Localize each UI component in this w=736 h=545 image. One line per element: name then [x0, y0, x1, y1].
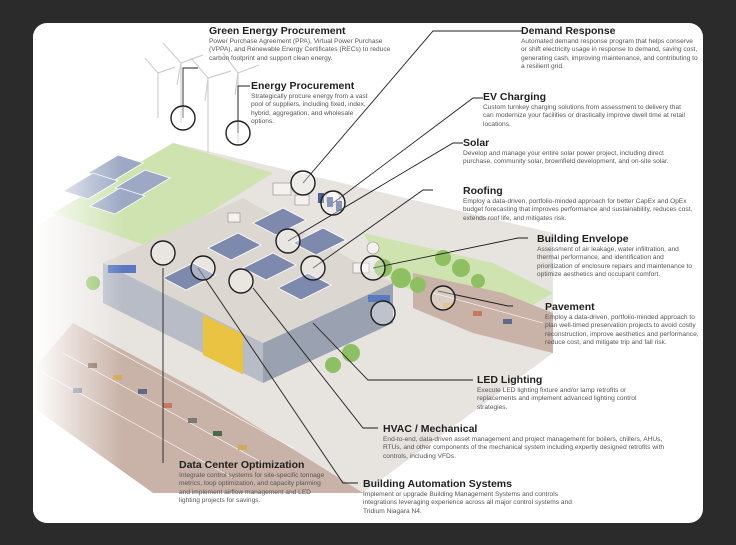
store-sign-right: [368, 295, 390, 302]
callout-text: Implement or upgrade Building Management…: [363, 491, 572, 515]
callout-rings: [150, 105, 456, 326]
building-side-wall: [263, 283, 393, 383]
entrance-yellow: [203, 315, 243, 375]
trees: [86, 250, 485, 373]
callout-title: Green Energy Procurement: [209, 25, 346, 37]
callout-text: Integrate control systems for site-speci…: [179, 472, 325, 505]
callout-text: Employ a data-driven, portfolio-minded a…: [545, 314, 699, 347]
callout-roofing: Roofing Employ a data-driven, portfolio-…: [463, 185, 695, 223]
facility-illustration: [33, 30, 553, 523]
callout-title: Energy Procurement: [251, 80, 355, 92]
callout-led-lighting: LED Lighting Execute LED lighting fixtur…: [477, 374, 653, 412]
callout-title: HVAC / Mechanical: [383, 423, 478, 435]
callout-title: Building Envelope: [537, 233, 629, 245]
callout-building-automation: Building Automation Systems Implement or…: [363, 478, 583, 516]
callout-text: Custom turnkey charging solutions from a…: [483, 104, 685, 128]
callout-text: Assessment of air leakage, water infiltr…: [537, 246, 693, 279]
callout-title: EV Charging: [483, 91, 547, 103]
ev-chargers: [318, 193, 342, 211]
callout-title: Solar: [463, 137, 490, 149]
callout-solar: Solar Develop and manage your entire sol…: [463, 137, 673, 167]
callout-text: Develop and manage your entire solar pow…: [463, 150, 669, 166]
callout-hvac: HVAC / Mechanical End-to-end, data-drive…: [383, 423, 668, 461]
callout-ev-charging: EV Charging Custom turnkey charging solu…: [483, 91, 693, 129]
callout-demand-response: Demand Response Automated demand respons…: [521, 25, 699, 72]
callout-energy-procurement: Energy Procurement Strategically procure…: [251, 80, 371, 127]
callout-text: End-to-end, data-driven asset management…: [383, 436, 664, 460]
callout-pavement: Pavement Employ a data-driven, portfolio…: [545, 301, 699, 348]
callout-building-envelope: Building Envelope Assessment of air leak…: [537, 233, 699, 280]
roof-solar-panels: [162, 207, 347, 301]
callout-green-energy: Green Energy Procurement Power Purchase …: [209, 25, 399, 63]
callout-data-center: Data Center Optimization Integrate contr…: [179, 459, 329, 506]
callout-text: Employ a data-driven, portfolio-minded a…: [463, 198, 693, 222]
callout-text: Power Purchase Agreement (PPA), Virtual …: [209, 38, 391, 62]
callout-text: Automated demand response program that h…: [521, 38, 698, 71]
callout-text: Strategically procure energy from a vast…: [251, 93, 368, 126]
callout-title: Building Automation Systems: [363, 478, 512, 490]
callout-title: Roofing: [463, 185, 503, 197]
callout-title: LED Lighting: [477, 374, 543, 386]
callout-title: Pavement: [545, 301, 595, 313]
callout-title: Data Center Optimization: [179, 459, 305, 471]
callout-text: Execute LED lighting fixture and/or lamp…: [477, 387, 637, 411]
callout-title: Demand Response: [521, 25, 616, 37]
infographic-card: Green Energy Procurement Power Purchase …: [33, 23, 703, 523]
